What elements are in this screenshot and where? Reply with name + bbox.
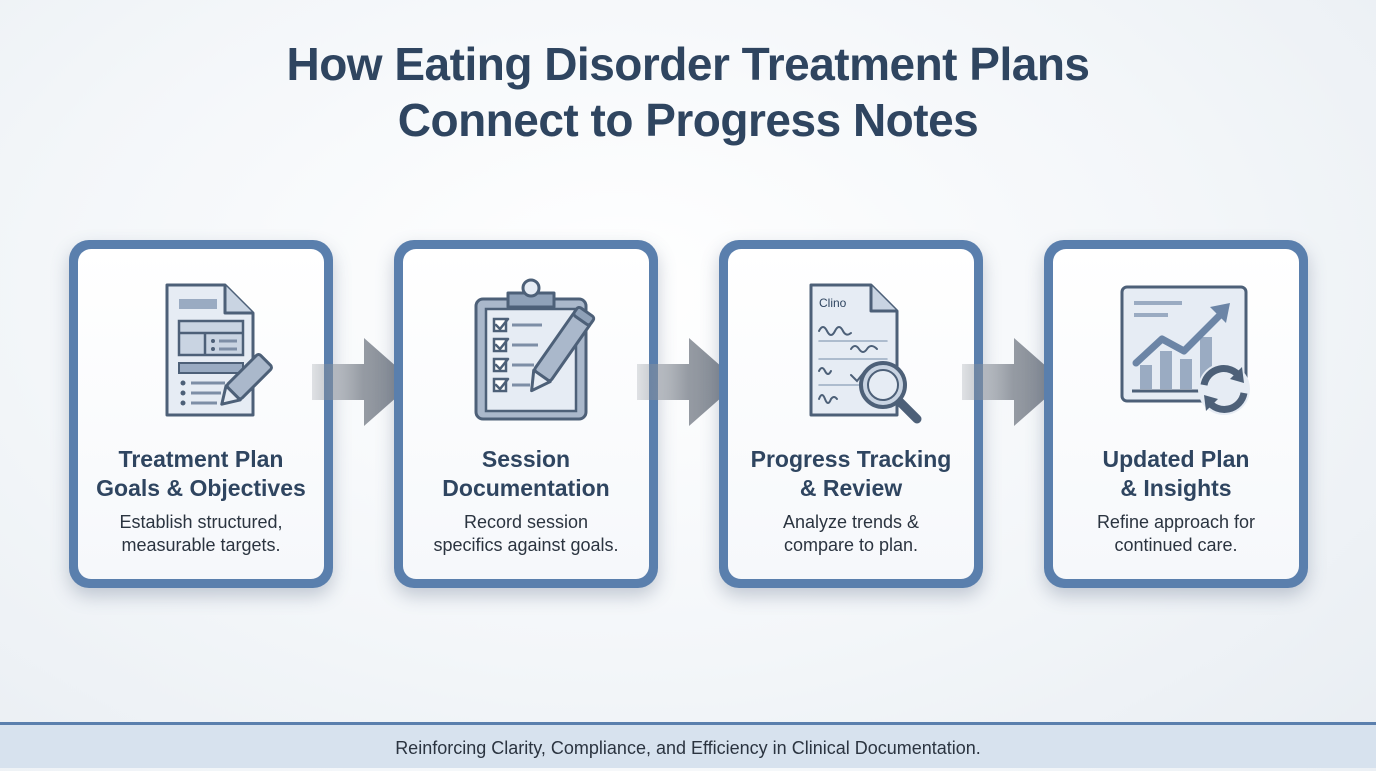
step-description-line-2: specifics against goals. xyxy=(433,535,619,555)
arrow-right-icon xyxy=(633,334,743,430)
step-description-line-1: Analyze trends & xyxy=(782,512,920,532)
step-title: Progress Tracking & Review xyxy=(728,445,974,503)
footer-text: Reinforcing Clarity, Compliance, and Eff… xyxy=(395,738,981,758)
step-description: Analyze trends & compare to plan. xyxy=(728,511,974,557)
step-description: Establish structured, measurable targets… xyxy=(78,511,324,557)
clipboard-checklist-pen-icon xyxy=(446,273,606,433)
step-description: Record session specifics against goals. xyxy=(403,511,649,557)
chart-refresh-icon xyxy=(1096,273,1256,433)
note-header-text: Clino xyxy=(819,296,847,310)
step-title-line-2: & Insights xyxy=(1120,475,1232,501)
step-description-line-1: Establish structured, xyxy=(119,512,283,532)
step-title-line-1: Treatment Plan xyxy=(118,446,284,472)
step-title-line-2: Documentation xyxy=(442,475,610,501)
step-description-line-2: measurable targets. xyxy=(121,535,281,555)
page-title: How Eating Disorder Treatment Plans Conn… xyxy=(0,36,1376,148)
treatment-plan-document-icon xyxy=(121,273,281,433)
page-title-line-1: How Eating Disorder Treatment Plans xyxy=(286,38,1090,90)
step-title-line-1: Session xyxy=(481,446,571,472)
arrow-right-icon xyxy=(308,334,418,430)
step-description: Refine approach for continued care. xyxy=(1053,511,1299,557)
step-title-line-1: Updated Plan xyxy=(1102,446,1250,472)
step-title-line-2: & Review xyxy=(799,475,903,501)
step-description-line-2: compare to plan. xyxy=(783,535,919,555)
notes-magnifier-icon: Clino xyxy=(771,273,931,433)
step-card-progress-tracking: Clino Progress Tracking & Review xyxy=(719,240,983,588)
step-description-line-1: Refine approach for xyxy=(1096,512,1256,532)
arrow-right-icon xyxy=(958,334,1068,430)
step-title: Updated Plan & Insights xyxy=(1053,445,1299,503)
step-card-treatment-plan: Treatment Plan Goals & Objectives Establ… xyxy=(69,240,333,588)
step-title: Session Documentation xyxy=(403,445,649,503)
step-card-session-documentation: Session Documentation Record session spe… xyxy=(394,240,658,588)
step-title-line-2: Goals & Objectives xyxy=(96,475,306,501)
step-description-line-2: continued care. xyxy=(1114,535,1238,555)
step-description-line-1: Record session xyxy=(463,512,589,532)
step-title-line-1: Progress Tracking xyxy=(750,446,952,472)
footer-banner: Reinforcing Clarity, Compliance, and Eff… xyxy=(0,722,1376,768)
step-title: Treatment Plan Goals & Objectives xyxy=(78,445,324,503)
step-card-updated-plan: Updated Plan & Insights Refine approach … xyxy=(1044,240,1308,588)
page-title-line-2: Connect to Progress Notes xyxy=(397,94,979,146)
